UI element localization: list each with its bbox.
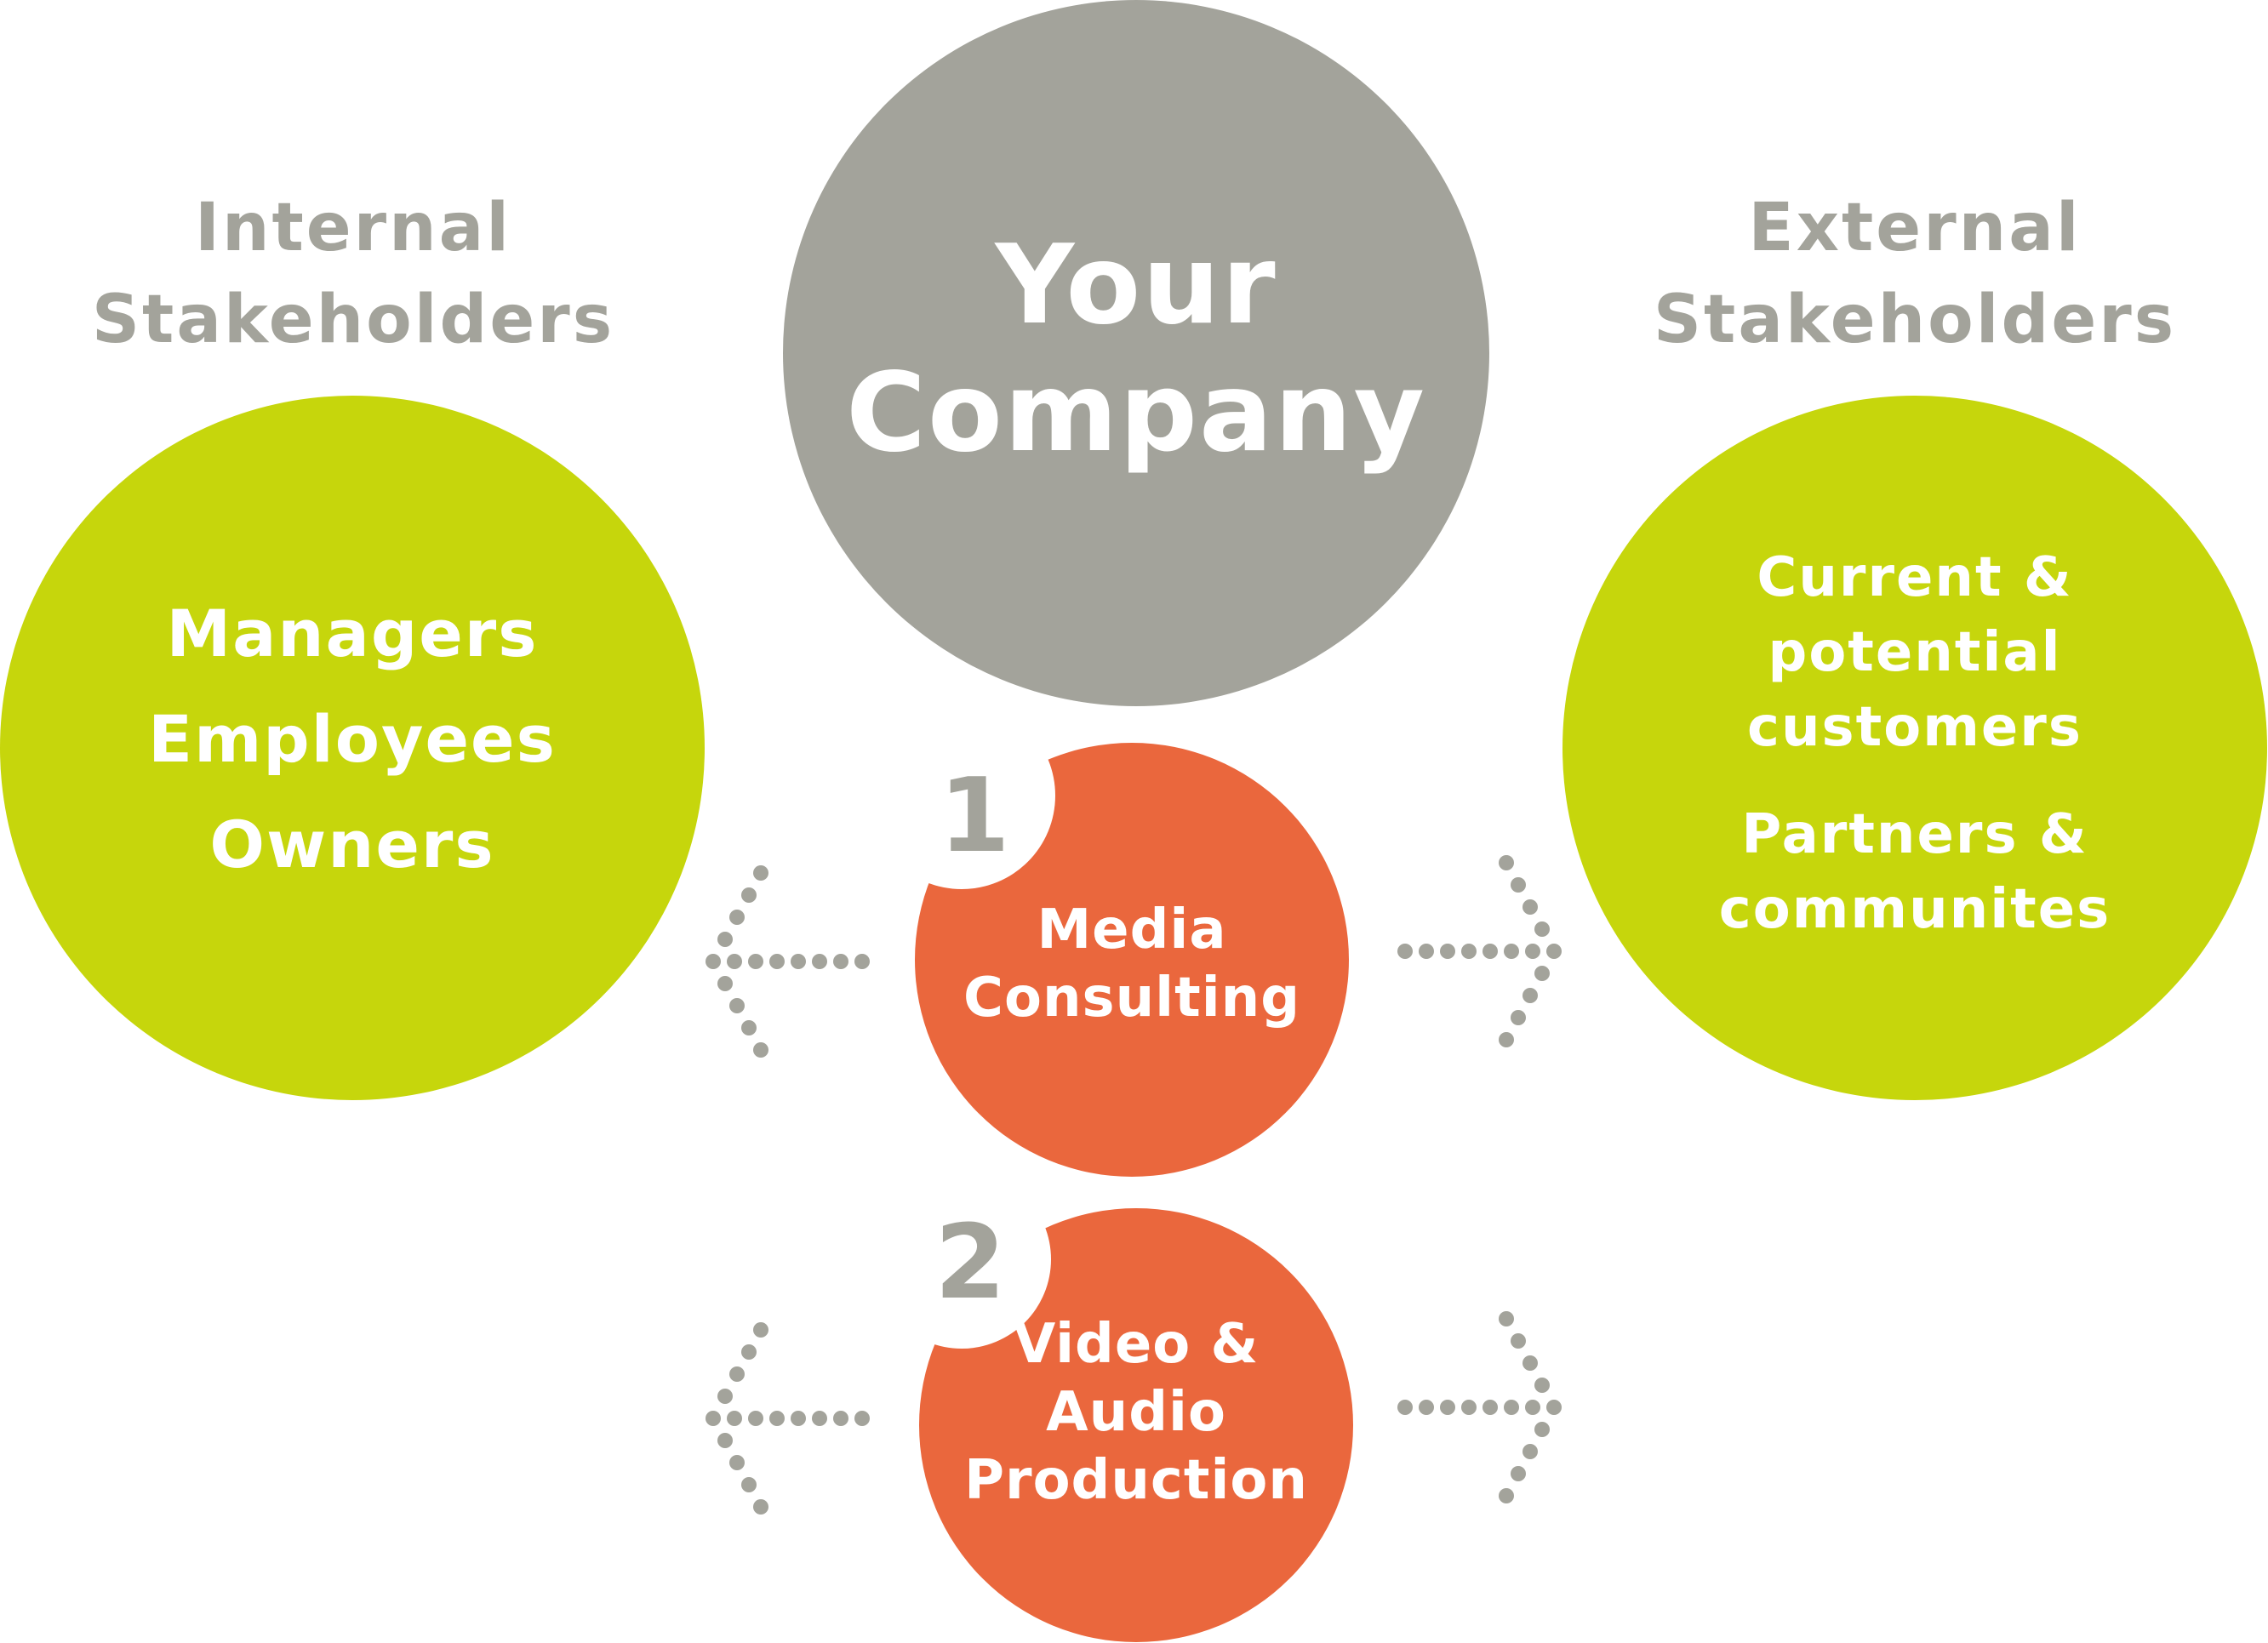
left-arrow-production-dot [717, 1389, 733, 1404]
external-stakeholders-heading: External Stakeholders [1642, 182, 2187, 366]
right-arrow-production-dot [1511, 1333, 1526, 1349]
external-item: communites [1718, 878, 2111, 941]
left-arrow-media-dot [729, 910, 745, 925]
right-arrow-production-dot [1504, 1400, 1519, 1415]
external-item: customers [1747, 696, 2082, 759]
right-arrow-production-dot [1525, 1400, 1540, 1415]
right-arrow-media-dot [1522, 899, 1538, 915]
external-heading-line1: External [1748, 190, 2082, 266]
right-arrow-production-dot [1522, 1355, 1538, 1371]
internal-item: Managers [166, 596, 539, 671]
right-arrow-media-dot [1522, 988, 1538, 1003]
right-arrow-production-dot [1534, 1378, 1550, 1393]
right-arrow-media-dot [1499, 1032, 1514, 1047]
right-arrow-media-dot [1397, 944, 1413, 959]
right-arrow-production-dot [1397, 1400, 1413, 1415]
right-arrow-media-dot [1482, 944, 1498, 959]
service-number-1: 1 [939, 757, 1010, 876]
left-arrow-production-dot [706, 1411, 721, 1426]
right-arrow-media-dot [1461, 944, 1477, 959]
right-arrow-media-dot [1546, 944, 1562, 959]
company-title-line2: Company [846, 350, 1426, 476]
right-arrow-media-dot [1511, 1010, 1526, 1025]
service-label-line: Production [964, 1449, 1308, 1512]
left-arrow-media-dot [791, 954, 806, 969]
internal-item: Employees [148, 701, 557, 777]
service-label-line: Video & [1013, 1313, 1260, 1376]
left-arrow-media-dot [729, 998, 745, 1013]
right-arrow-production-dot [1461, 1400, 1477, 1415]
right-arrow-production-dot [1499, 1311, 1514, 1326]
right-arrow-production-dot [1534, 1422, 1550, 1437]
right-arrow-media-dot [1525, 944, 1540, 959]
left-arrow-production-dot [753, 1322, 768, 1338]
left-arrow-production-dot [748, 1411, 763, 1426]
right-arrow-production-dot [1499, 1488, 1514, 1503]
left-arrow-media-dot [854, 954, 870, 969]
right-arrow-production-dot [1522, 1444, 1538, 1459]
left-arrow-media-dot [812, 954, 827, 969]
company-title-line1: Your [995, 222, 1277, 349]
internal-stakeholders-heading: Internal Stakeholders [81, 182, 626, 366]
right-arrow-production-dot [1482, 1400, 1498, 1415]
right-arrow-media-dot [1419, 944, 1434, 959]
right-arrow-production-dot [1419, 1400, 1434, 1415]
right-arrow-production-dot [1511, 1466, 1526, 1481]
right-arrow-media-dot [1499, 855, 1514, 870]
left-arrow-production-dot [729, 1455, 745, 1470]
external-stakeholders-circle: Current & potential customers Partners &… [1562, 396, 2267, 1100]
left-arrow-production-dot [741, 1344, 757, 1360]
external-item: Partners & [1741, 803, 2088, 866]
left-arrow-media-dot [769, 954, 785, 969]
left-arrow-media-dot [706, 954, 721, 969]
left-arrow-production-dot [717, 1433, 733, 1448]
left-arrow-production-dot [812, 1411, 827, 1426]
external-item: Current & [1757, 546, 2073, 609]
left-arrow-production-dot [769, 1411, 785, 1426]
service-number-2: 2 [934, 1204, 1006, 1322]
service-label-line: Media [1037, 899, 1227, 961]
internal-heading-line1: Internal [194, 190, 512, 266]
left-arrow-media-dot [753, 865, 768, 881]
right-arrow-media-dot [1504, 944, 1519, 959]
left-arrow-media-dot [753, 1042, 768, 1058]
internal-item: Owners [209, 807, 495, 882]
left-arrow-media-dot [727, 954, 742, 969]
company-circle: Your Company [783, 0, 1489, 706]
external-heading-line2: Stakeholders [1653, 282, 2177, 358]
service-label-line: Audio [1046, 1381, 1226, 1444]
left-arrow-production-dot [791, 1411, 806, 1426]
external-item: potential [1768, 621, 2062, 684]
right-arrow-production-dot [1546, 1400, 1562, 1415]
left-arrow-media-dot [748, 954, 763, 969]
left-arrow-production-dot [727, 1411, 742, 1426]
number-badge-1 [868, 702, 1055, 889]
left-arrow-production-dot [729, 1366, 745, 1382]
internal-stakeholders-circle: Managers Employees Owners [0, 396, 705, 1100]
left-arrow-media-dot [717, 976, 733, 991]
left-arrow-media-dot [717, 932, 733, 947]
right-arrow-media-dot [1511, 877, 1526, 893]
left-arrow-media-dot [741, 1020, 757, 1035]
left-arrow-production-dot [854, 1411, 870, 1426]
left-arrow-production-dot [753, 1499, 768, 1515]
internal-heading-line2: Stakeholders [91, 282, 615, 358]
left-arrow-production-dot [833, 1411, 848, 1426]
left-arrow-production-dot [741, 1477, 757, 1492]
right-arrow-media-dot [1534, 921, 1550, 937]
right-arrow-media-dot [1440, 944, 1455, 959]
right-arrow-production-dot [1440, 1400, 1455, 1415]
left-arrow-media-dot [741, 887, 757, 903]
number-badge-2 [872, 1170, 1051, 1349]
left-arrow-media-dot [833, 954, 848, 969]
service-label-line: Consulting [963, 967, 1300, 1030]
right-arrow-media-dot [1534, 966, 1550, 981]
